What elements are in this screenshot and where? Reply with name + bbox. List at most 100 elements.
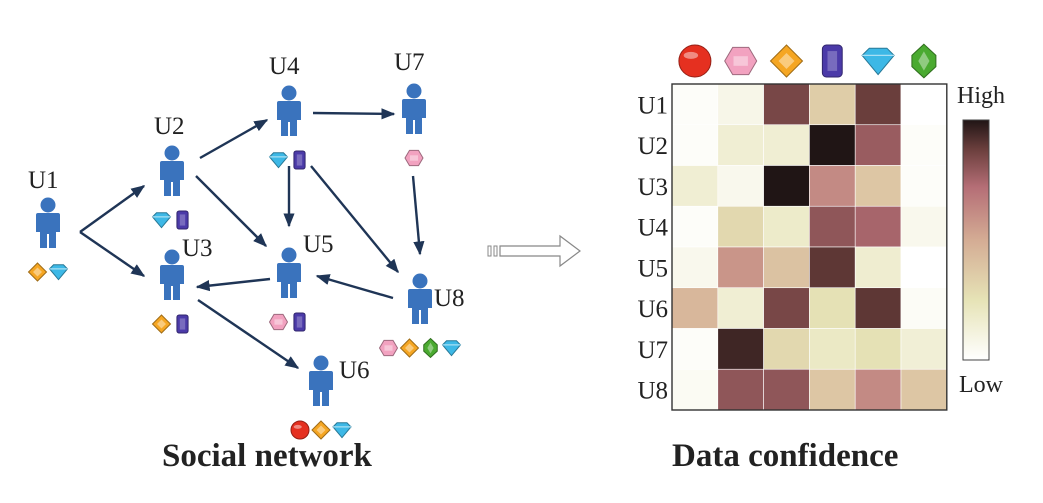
scale-high-label: High [957, 83, 1005, 109]
heatmap-cell [854, 83, 902, 126]
heatmap-cell [854, 165, 902, 207]
user-node-u2: U2 [151, 113, 189, 230]
scale-low-label: Low [959, 372, 1004, 398]
edge-u2-u5 [195, 175, 267, 247]
heatmap-cell [717, 328, 764, 370]
user-gems-u3 [151, 314, 189, 334]
heatmap-cell [809, 205, 856, 248]
user-label: U8 [434, 285, 465, 312]
heatmap-cell [854, 287, 902, 329]
user-gems-u1 [27, 262, 69, 282]
user-node-u3: U3 [151, 235, 213, 334]
user-person-icon-u2 [160, 145, 184, 196]
heatmap-cell [717, 368, 764, 411]
header-red-gem-icon [678, 44, 712, 78]
heatmap-gem-header [678, 43, 937, 79]
heatmap-cell [900, 205, 948, 248]
edge-u3-u6 [197, 299, 300, 369]
green-gem-icon [423, 337, 438, 359]
header-green-gem-icon [911, 43, 937, 79]
transition-arrow-icon [487, 234, 581, 268]
colorbar-gradient [962, 119, 990, 361]
user-label: U2 [154, 113, 185, 140]
user-node-u1: U1 [27, 167, 69, 282]
user-gems-u7 [404, 149, 424, 167]
heatmap-cell [717, 287, 764, 329]
heatmap-cell [717, 205, 764, 248]
user-gems-u2 [151, 210, 189, 230]
user-label: U7 [394, 49, 425, 76]
header-gold-gem-icon [769, 44, 804, 78]
purple-gem-icon [176, 210, 189, 230]
pink-gem-icon [404, 149, 424, 167]
heatmap-cell [717, 83, 764, 126]
heatmap-cell [854, 368, 902, 411]
color-scale-bar: High Low [957, 83, 1005, 398]
cyan-gem-icon [151, 212, 172, 229]
heatmap-cell [809, 368, 856, 411]
heatmap-cell [671, 124, 719, 166]
pink-gem-icon [268, 313, 289, 331]
row-label: U5 [637, 255, 668, 282]
gold-gem-icon [27, 262, 48, 282]
heatmap-cell [809, 83, 856, 126]
heatmap-cell [671, 165, 719, 207]
cyan-gem-icon [332, 422, 352, 439]
heatmap-cell [854, 246, 902, 289]
row-label: U6 [637, 296, 668, 323]
network-edges [79, 108, 425, 369]
heatmap-cell [717, 246, 764, 289]
heatmap-cell [671, 246, 719, 289]
data-confidence-caption: Data confidence [672, 438, 899, 474]
user-node-u7: U7 [394, 49, 426, 167]
gold-gem-icon [311, 420, 331, 440]
heatmap-cell [671, 368, 719, 411]
cyan-gem-icon [268, 152, 289, 169]
heatmap-cell [763, 83, 810, 126]
heatmap-cell [854, 328, 902, 370]
user-node-u8: U8 [378, 273, 465, 359]
edge-u1-u2 [79, 185, 146, 233]
edge-u4-u7 [312, 108, 396, 120]
heatmap-cell [809, 124, 856, 166]
user-label: U5 [303, 231, 334, 258]
header-cyan-gem-icon [861, 47, 895, 76]
red-gem-icon [290, 420, 310, 440]
user-gems-u5 [268, 312, 306, 332]
user-label: U6 [339, 357, 370, 384]
heatmap-cell [809, 287, 856, 329]
pink-gem-icon [378, 339, 399, 357]
user-label: U4 [269, 53, 300, 80]
heatmap-cell [900, 124, 948, 166]
user-gems-u8 [378, 337, 462, 359]
heatmap-cell [671, 287, 719, 329]
edge-u2-u4 [199, 118, 269, 160]
heatmap-cell [763, 205, 810, 248]
row-label: U8 [637, 378, 668, 405]
user-node-u6: U6 [290, 355, 370, 440]
user-person-icon-u3 [160, 249, 184, 300]
purple-gem-icon [176, 314, 189, 334]
edge-u5-u3 [195, 277, 271, 292]
heatmap-cell [763, 124, 810, 166]
user-gems-u4 [268, 150, 306, 170]
heatmap-grid [671, 83, 948, 411]
user-person-icon-u4 [277, 85, 301, 136]
heatmap-border [671, 83, 948, 411]
user-person-icon-u1 [36, 197, 60, 248]
heatmap-cell [809, 246, 856, 289]
row-label: U3 [637, 174, 668, 201]
user-node-u5: U5 [268, 231, 334, 332]
edge-u1-u3 [79, 231, 146, 277]
user-person-icon-u6 [309, 355, 333, 406]
heatmap-cell [671, 328, 719, 370]
row-label: U1 [637, 92, 668, 119]
header-pink-gem-icon [724, 46, 758, 76]
heatmap-cell [900, 287, 948, 329]
user-person-icon-u7 [402, 83, 426, 134]
heatmap-cell [809, 328, 856, 370]
social-network-caption: Social network [162, 438, 372, 474]
heatmap-cell [671, 205, 719, 248]
